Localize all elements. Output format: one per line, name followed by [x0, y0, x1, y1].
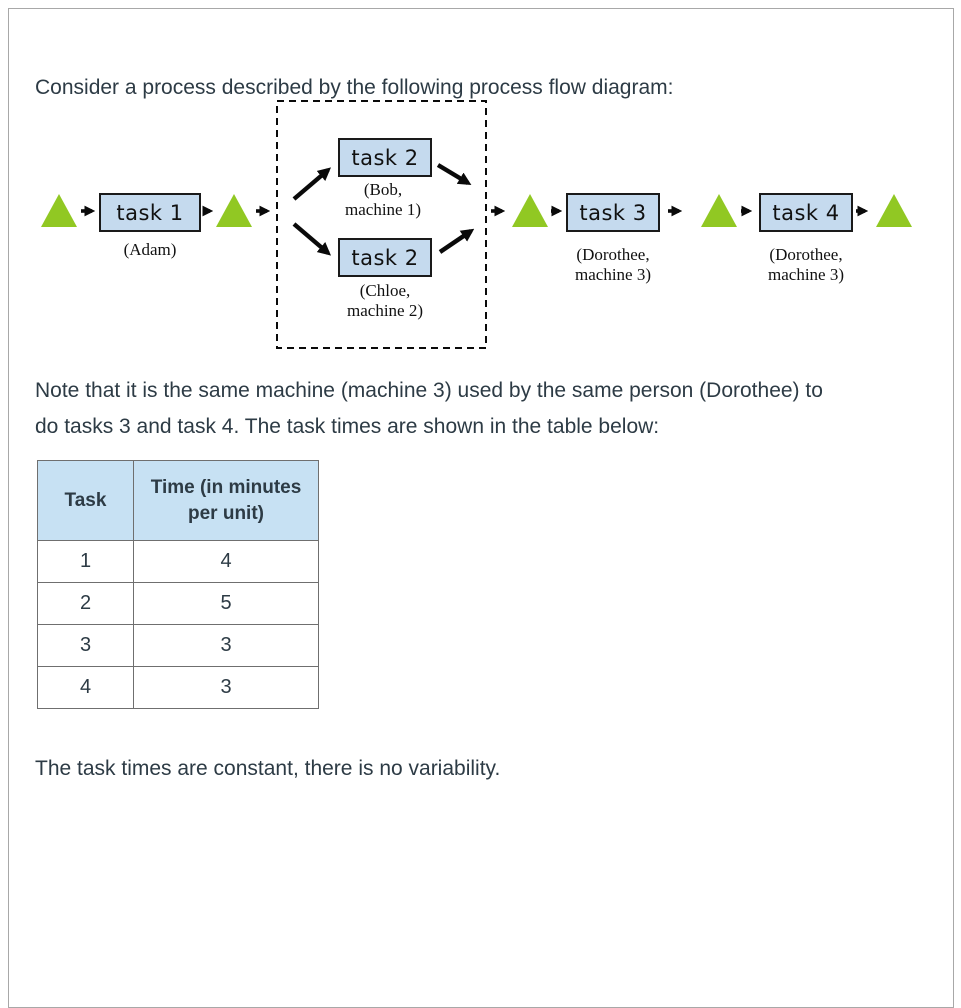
task4-resource-line1: (Dorothee, — [769, 245, 842, 264]
cell-time-1: 4 — [133, 540, 319, 583]
fanout-arrow-top — [292, 167, 332, 201]
buffer-triangle-4 — [701, 194, 737, 227]
task2a-label: task 2 — [351, 146, 418, 170]
task-time-table: Task Time (in minutes per unit) 1 4 2 5 … — [37, 460, 319, 709]
table-row: 3 3 — [37, 624, 319, 667]
table-row: 1 4 — [37, 540, 319, 583]
cell-time-2: 5 — [133, 582, 319, 625]
buffer-triangle-2 — [216, 194, 252, 227]
cell-task-4: 4 — [37, 666, 134, 709]
note-text: Note that it is the same machine (machin… — [35, 373, 823, 445]
task3-resource-line2: machine 3) — [575, 265, 651, 284]
fanout-arrow-bottom — [292, 222, 332, 256]
note-line-2: do tasks 3 and task 4. The task times ar… — [35, 415, 660, 438]
table-row: 2 5 — [37, 582, 319, 625]
buffer-triangle-5 — [876, 194, 912, 227]
task4-resource-line2: machine 3) — [768, 265, 844, 284]
task1-resource-label: (Adam) — [124, 240, 177, 259]
cell-time-3: 3 — [133, 624, 319, 667]
task1-label: task 1 — [116, 201, 183, 225]
cell-task-1: 1 — [37, 540, 134, 583]
task2a-box — [338, 138, 432, 177]
task4-label: task 4 — [772, 201, 839, 225]
fanin-arrow-bottom — [438, 228, 475, 254]
task2a-resource-line1: (Bob, — [364, 180, 402, 199]
table-header-row: Task Time (in minutes per unit) — [37, 460, 319, 541]
cell-task-2: 2 — [37, 582, 134, 625]
task2b-label: task 2 — [351, 246, 418, 270]
task2b-box — [338, 238, 432, 277]
cell-time-4: 3 — [133, 666, 319, 709]
header-task: Task — [37, 460, 134, 541]
process-flow-diagram: task 1 task 2 task 2 task 3 task 4 (Adam… — [41, 100, 912, 349]
footer-text: The task times are constant, there is no… — [35, 757, 501, 780]
cell-task-3: 3 — [37, 624, 134, 667]
task3-box — [566, 193, 660, 232]
task2a-resource-line2: machine 1) — [345, 200, 421, 219]
buffer-triangle-3 — [512, 194, 548, 227]
task1-box — [99, 193, 201, 232]
header-time: Time (in minutes per unit) — [133, 460, 319, 541]
fanin-arrow-top — [436, 163, 472, 186]
task3-resource-line1: (Dorothee, — [576, 245, 649, 264]
task2b-resource-line2: machine 2) — [347, 301, 423, 320]
task4-box — [759, 193, 853, 232]
table-row: 4 3 — [37, 666, 319, 709]
intro-text: Consider a process described by the foll… — [35, 76, 674, 99]
buffer-triangle-1 — [41, 194, 77, 227]
task3-label: task 3 — [579, 201, 646, 225]
note-line-1: Note that it is the same machine (machin… — [35, 379, 823, 402]
task2b-resource-line1: (Chloe, — [360, 281, 411, 300]
